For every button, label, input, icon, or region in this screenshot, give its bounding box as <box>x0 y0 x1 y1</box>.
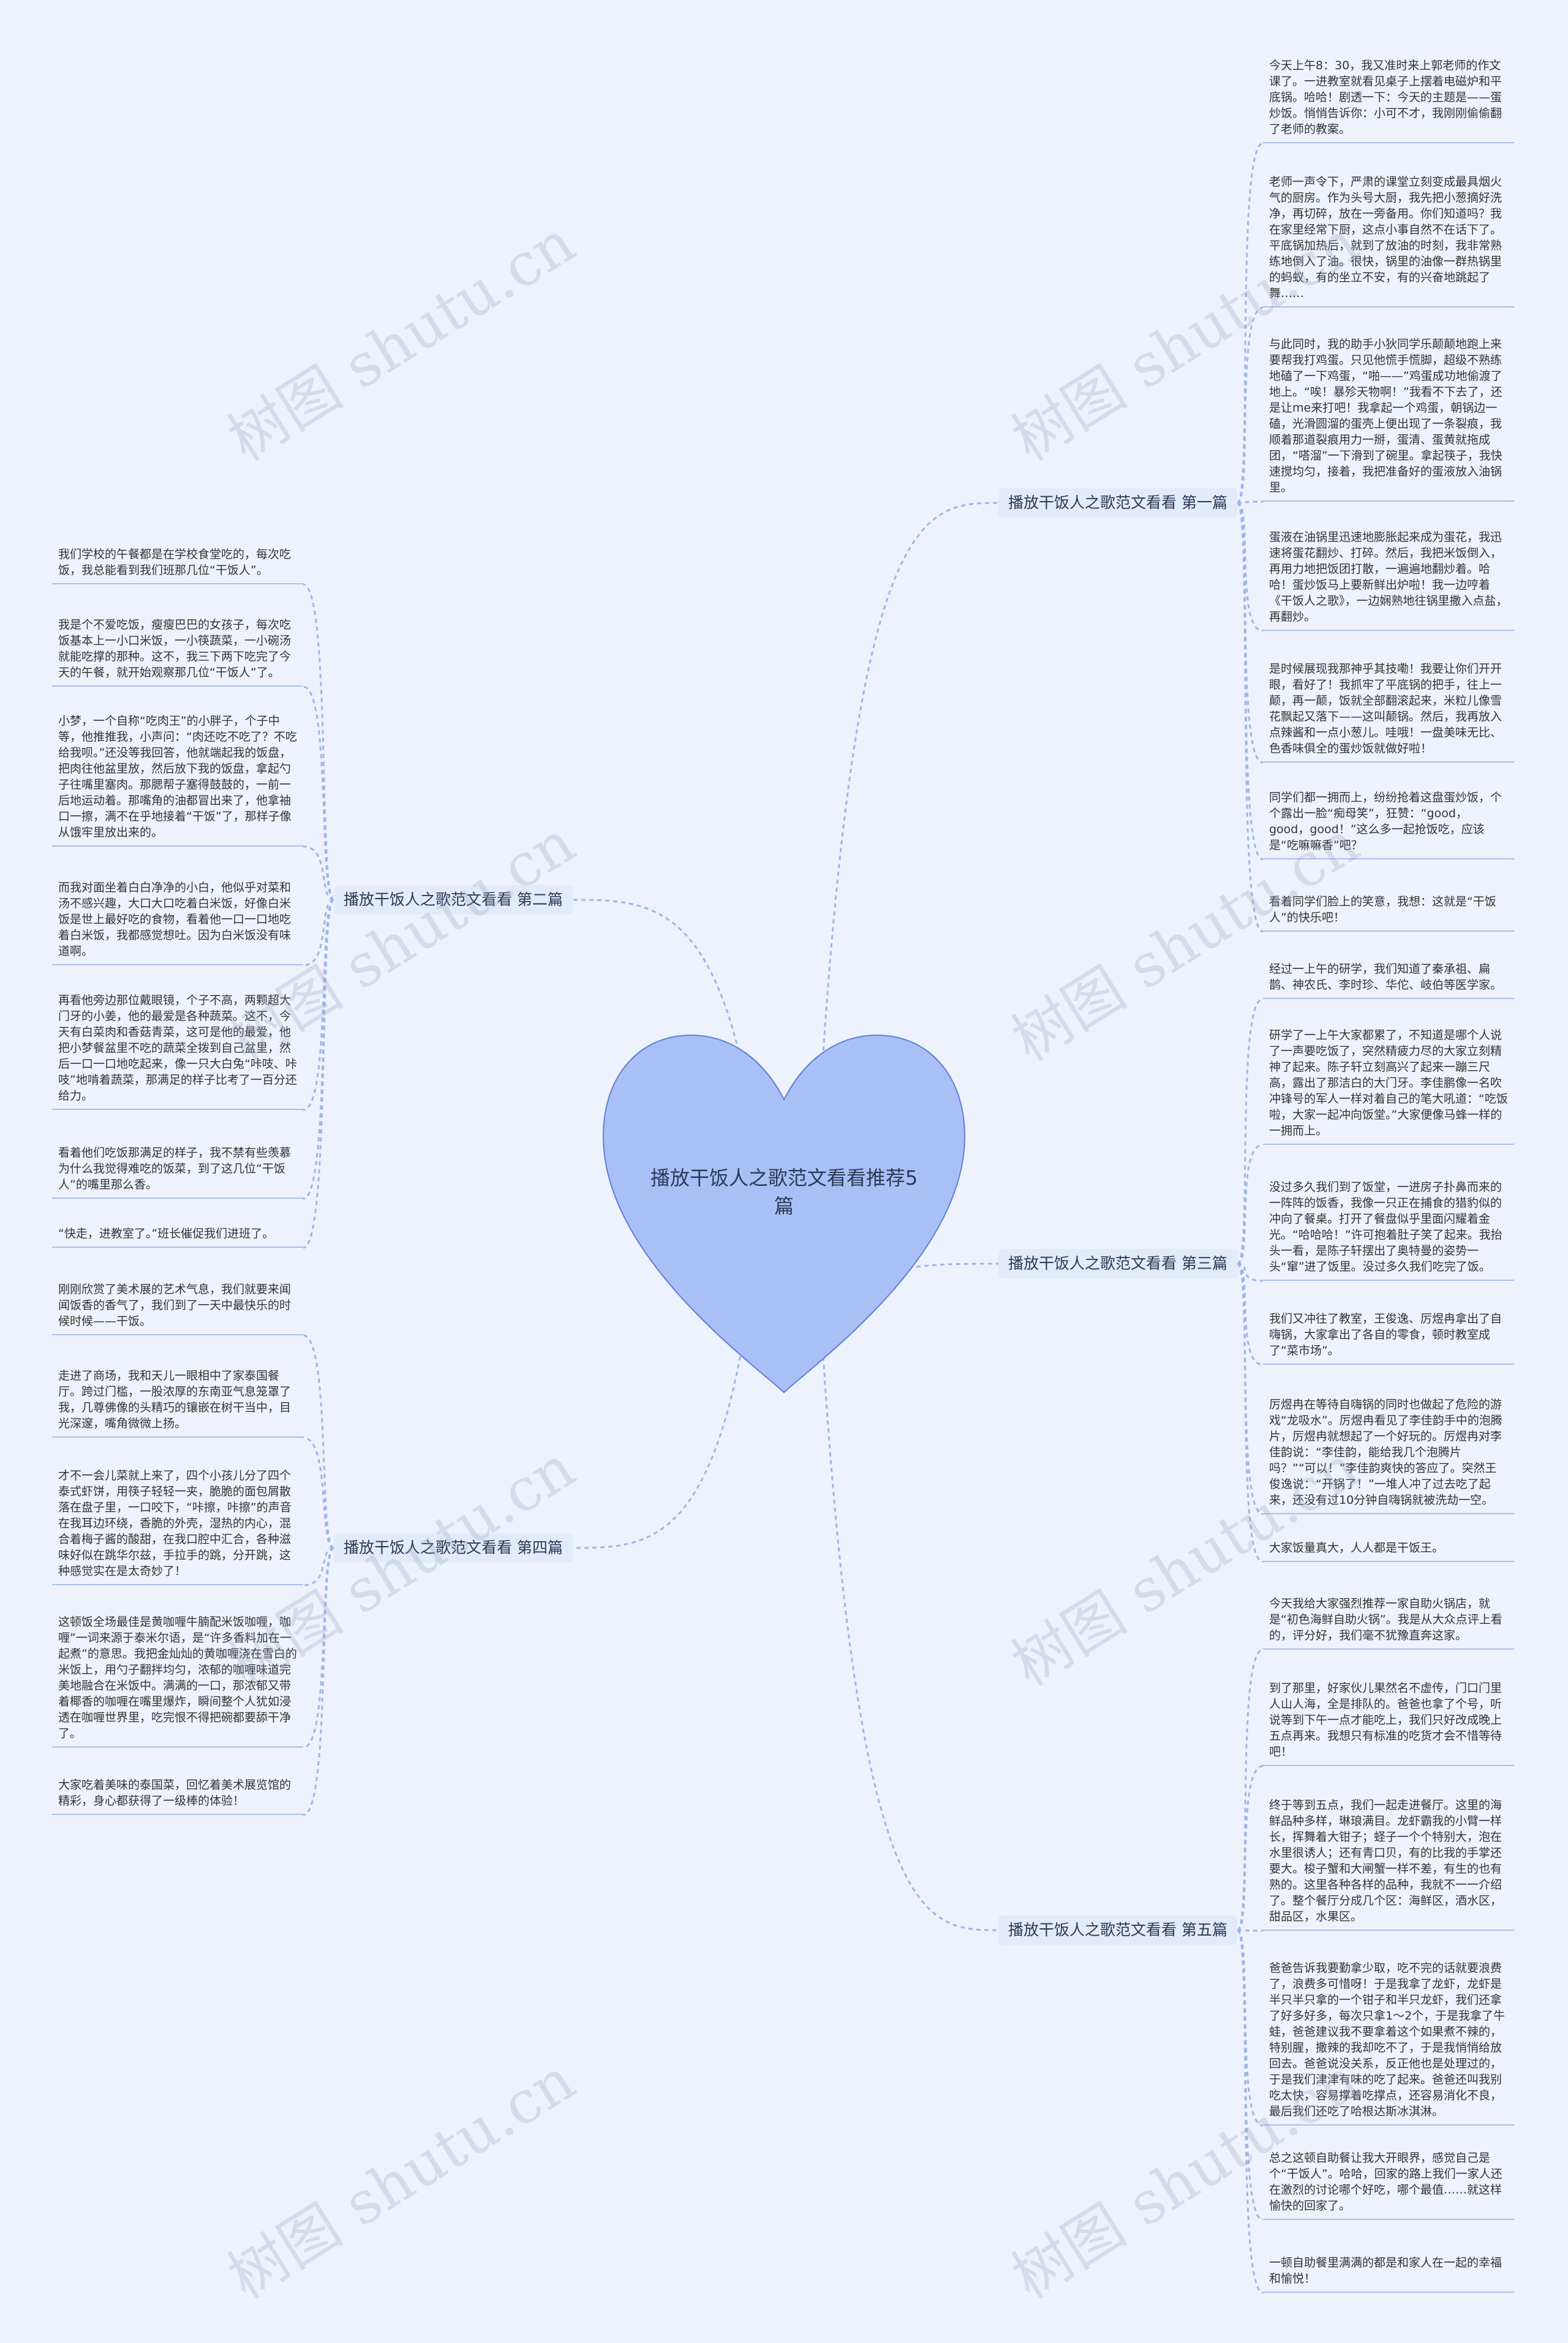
connector-line <box>1237 1262 1264 1282</box>
leaf-text-3-1: 经过一上午的研学，我们知道了秦承祖、扁鹊、神农氏、李时珍、华佗、岐伯等医学家。 <box>1263 959 1514 999</box>
leaf-text-1-6: 同学们都一拥而上，纷纷抢着这盘蛋炒饭，个个露出一脸“痴母笑”，狂赞：“good，… <box>1263 787 1514 859</box>
heart-shape <box>602 1034 966 1394</box>
branch-node-5[interactable]: 播放干饭人之歌范文看看 第五篇 <box>998 1915 1237 1945</box>
connector-line <box>303 1547 335 1816</box>
connector-line <box>303 845 334 901</box>
leaf-text-5-1: 今天我给大家强烈推荐一家自助火锅店，就是“初色海鲜自助火锅”。我是从大众点评上看… <box>1263 1593 1514 1650</box>
branch-node-2[interactable]: 播放干饭人之歌范文看看 第二篇 <box>334 885 573 915</box>
leaf-text-1-4: 蛋液在油锅里迅速地膨胀起来成为蛋花，我迅速将蛋花翻炒、打碎。然后，我把米饭倒入，… <box>1263 527 1514 631</box>
leaf-text-3-4: 我们又冲往了教室，王俊逸、厉煜冉拿出了自嗨锅，大家拿出了各自的零食，顿时教室成了… <box>1263 1308 1514 1365</box>
connector-line <box>572 1316 748 1549</box>
connector-line <box>1237 306 1264 504</box>
leaf-text-2-7: “快走，进教室了。”班长催促我们进班了。 <box>52 1223 303 1248</box>
connector-line <box>303 899 334 1111</box>
leaf-text-3-5: 厉煜冉在等待自嗨锅的同时也做起了危险的游戏“龙吸水”。厉煜冉看见了李佳韵手中的泡… <box>1263 1394 1514 1514</box>
leaf-text-5-2: 到了那里，好家伙儿果然名不虚传，门口门里人山人海，全是排队的。爸爸也拿了个号，听… <box>1263 1678 1514 1766</box>
leaf-text-2-2: 我是个不爱吃饭，瘦瘦巴巴的女孩子，每次吃饭基本上一小口米饭，一小筷蔬菜，一小碗汤… <box>52 614 303 687</box>
connector-line <box>1236 1929 1264 2294</box>
connector-line <box>1236 1262 1264 1563</box>
branch-node-1[interactable]: 播放干饭人之歌范文看看 第一篇 <box>998 488 1237 518</box>
leaf-text-3-6: 大家饭量真大，人人都是干饭王。 <box>1263 1537 1514 1562</box>
connector-line <box>1237 1765 1264 1931</box>
leaf-text-1-2: 老师一声令下，严肃的课堂立刻变成最具烟火气的厨房。作为头号大厨，我先把小葱摘好洗… <box>1263 172 1514 307</box>
branch-node-4[interactable]: 播放干饭人之歌范文看看 第四篇 <box>334 1533 573 1563</box>
connector-line <box>303 899 335 1249</box>
leaf-text-5-6: 一顿自助餐里满满的都是和家人在一起的幸福和愉悦！ <box>1263 2252 1514 2293</box>
leaf-text-4-3: 才不一会儿菜就上来了，四个小孩儿分了四个泰式虾饼，用筷子轻轻一夹，脆脆的面包屑散… <box>52 1465 303 1585</box>
leaf-text-4-1: 刚刚欣赏了美术展的艺术气息，我们就要来闻闻饭香的香气了，我们到了一天中最快乐的时… <box>52 1279 303 1335</box>
leaf-text-1-5: 是时候展现我那神乎其技嘞！我要让你们开开眼，看好了！我抓牢了平底锅的把手，往上一… <box>1263 658 1514 763</box>
connector-line <box>1237 500 1264 504</box>
leaf-text-2-4: 而我对面坐着白白净净的小白，他似乎对菜和汤不感兴趣，大口大口吃着白米饭，好像白米… <box>52 877 303 965</box>
connector-line <box>1236 1262 1264 1515</box>
connector-line <box>820 1316 999 1931</box>
leaf-text-5-4: 爸爸告诉我要勤拿少取，吃不完的话就要浪费了，浪费多可惜呀！于是我拿了龙虾，龙虾是… <box>1263 1958 1514 2126</box>
connector-line <box>1236 1648 1264 1931</box>
leaf-text-2-3: 小梦，一个自称“吃肉王”的小胖子，个子中等，他推推我，小声问：“肉还吃不吃了？不… <box>52 711 303 847</box>
connector-line <box>572 899 748 1091</box>
leaf-text-4-5: 大家吃着美味的泰国菜，回忆着美术展览馆的精彩，身心都获得了一级棒的体验！ <box>52 1775 303 1815</box>
leaf-text-1-1: 今天上午8：30，我又准时来上郭老师的作文课了。一进教室就看见桌子上摆着电磁炉和… <box>1263 55 1514 143</box>
leaf-text-4-4: 这顿饭全场最佳是黄咖喱牛腩配米饭咖喱，咖喱”一词来源于泰米尔语，是“许多香料加在… <box>52 1612 303 1748</box>
leaf-text-5-5: 总之这顿自助餐让我大开眼界，感觉自己是个“干饭人”。哈哈，回家的路上我们一家人还… <box>1263 2148 1514 2220</box>
leaf-text-1-7: 看着同学们脸上的笑意，我想：这就是“干饭人”的快乐吧！ <box>1263 891 1514 932</box>
leaf-text-2-5: 再看他旁边那位戴眼镜，个子不高，两颗超大门牙的小姜，他的最爱是各种蔬菜。这不，今… <box>52 990 303 1110</box>
connector-line <box>1236 502 1264 933</box>
connector-line <box>1237 1929 1264 1932</box>
leaf-text-2-1: 我们学校的午餐都是在学校食堂吃的，每次吃饭，我总能看到我们班那几位“干饭人”。 <box>52 544 303 584</box>
connector-line <box>1237 502 1264 632</box>
connector-line <box>303 1436 334 1549</box>
leaf-text-3-3: 没过多久我们到了饭堂，一进房子扑鼻而来的一阵阵的饭香，我像一只正在捕食的猎豹似的… <box>1263 1177 1514 1281</box>
leaf-text-4-2: 走进了商场，我和天儿一眼相中了家泰国餐厅。跨过门槛，一股浓厚的东南亚气息笼罩了我… <box>52 1365 303 1438</box>
connector-line <box>820 502 999 1091</box>
leaf-text-1-3: 与此同时，我的助手小狄同学乐颠颠地跑上来要帮我打鸡蛋。只见他慌手慌脚，超级不熟练… <box>1263 334 1514 502</box>
leaf-text-2-6: 看着他们吃饭那满足的样子，我不禁有些羡慕为什么我觉得难吃的饭菜，到了这几位“干饭… <box>52 1142 303 1199</box>
central-topic-title: 播放干饭人之歌范文看看推荐5篇 <box>650 1166 918 1218</box>
leaf-text-5-3: 终于等到五点，我们一起走进餐厅。这里的海鲜品种多样，琳琅满目。龙虾霸我的小臂一样… <box>1263 1795 1514 1931</box>
leaf-text-3-2: 研学了一上午大家都累了，不知道是哪个人说了一声要吃饭了，突然精疲力尽的大家立刻精… <box>1263 1025 1514 1145</box>
branch-node-3[interactable]: 播放干饭人之歌范文看看 第三篇 <box>998 1249 1237 1278</box>
